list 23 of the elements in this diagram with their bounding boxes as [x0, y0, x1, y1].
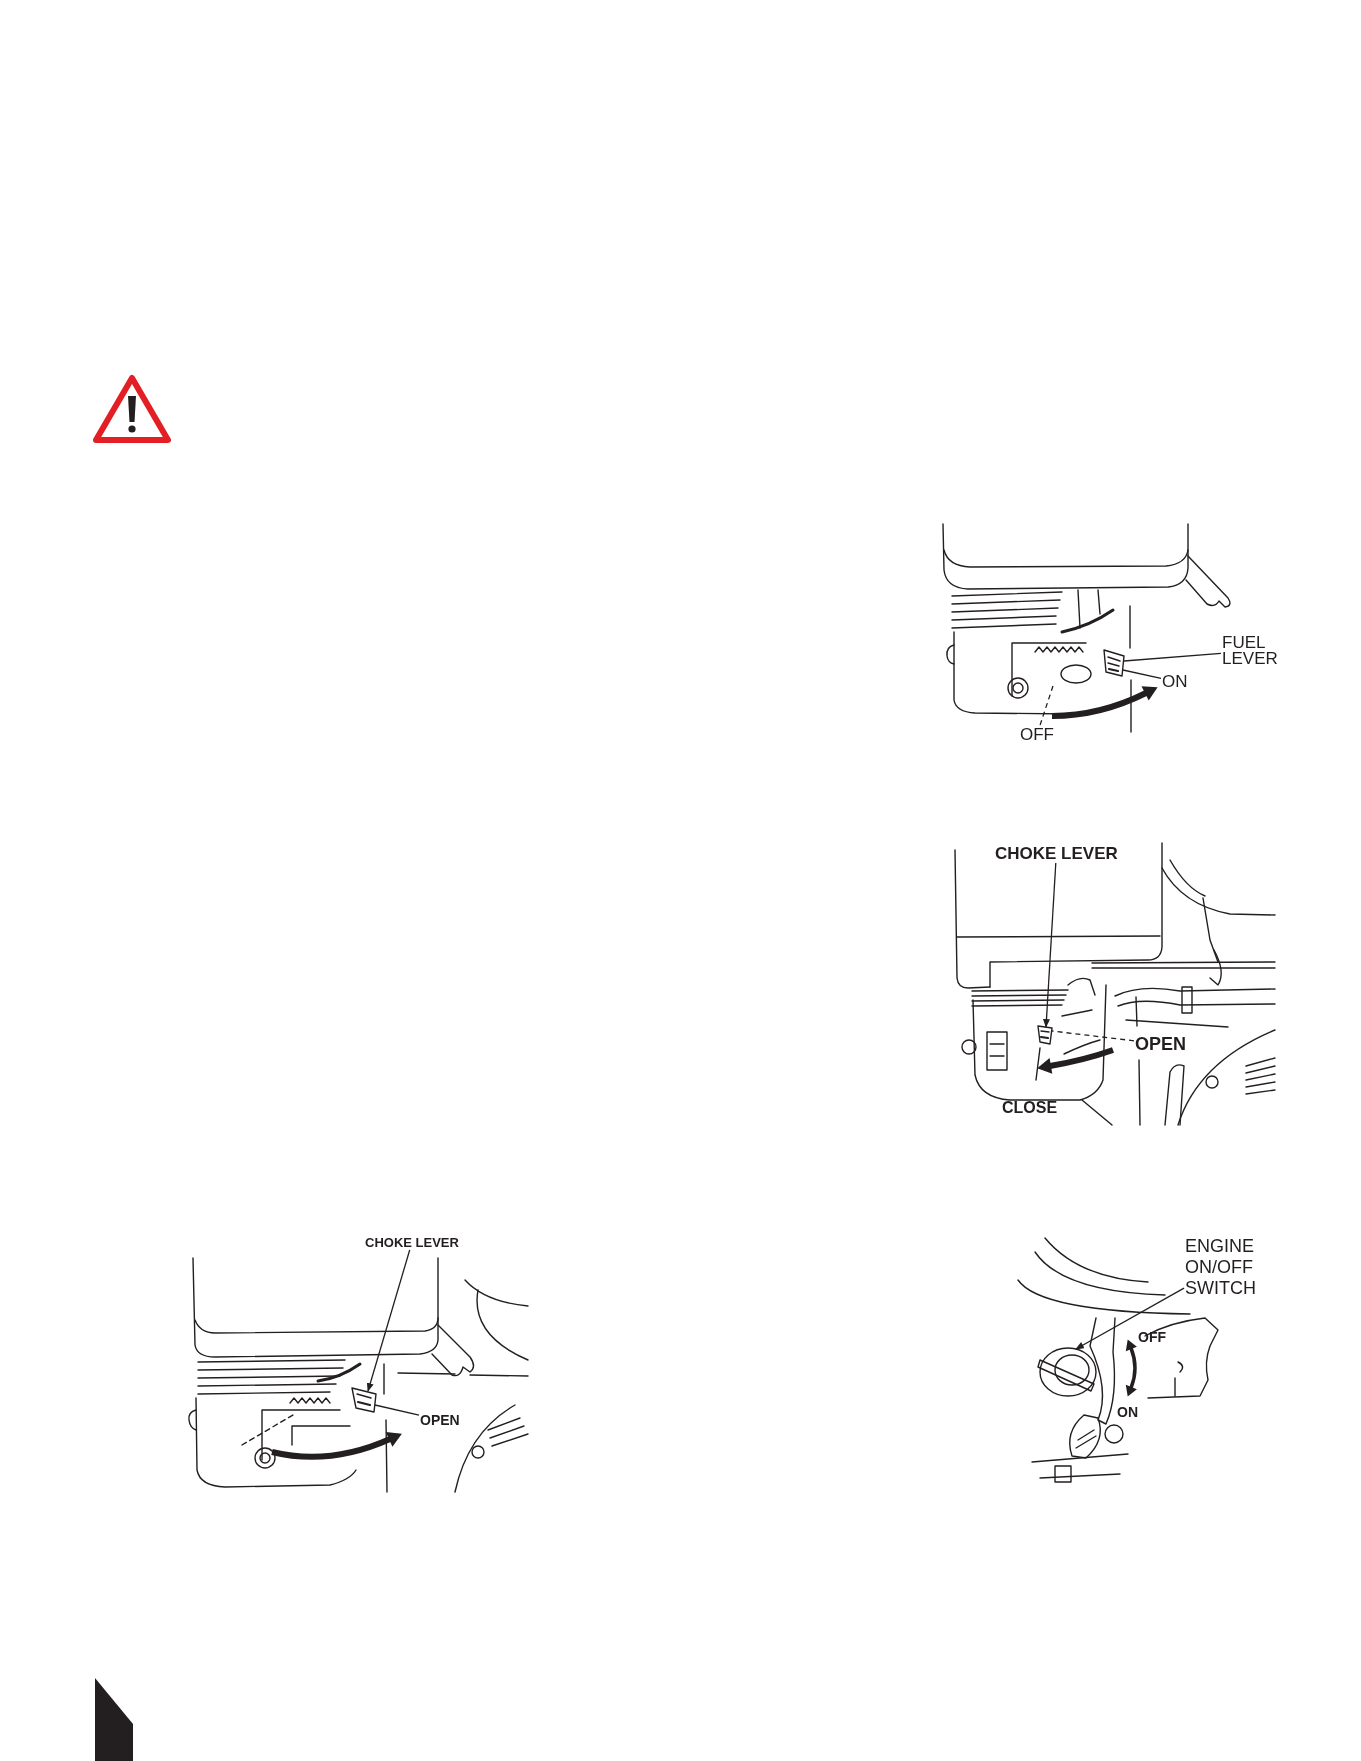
leader-line: [1043, 862, 1057, 1028]
position-label: ON: [1117, 1405, 1138, 1419]
callout-label: CHOKE LEVER: [365, 1236, 459, 1249]
callout-label: CHOKE LEVER: [995, 845, 1118, 862]
position-label: CLOSE: [1002, 1100, 1058, 1116]
position-label: OFF: [1138, 1330, 1166, 1344]
leader-line: [1039, 685, 1054, 726]
callout-label: FUEL LEVER: [1222, 635, 1278, 667]
leader-line: [366, 1249, 411, 1392]
leader-line: [1122, 669, 1162, 680]
leader-line: [1051, 1030, 1135, 1042]
position-label: OFF: [1020, 726, 1054, 743]
switch-knob: [1037, 1347, 1097, 1397]
position-label: ON: [1162, 673, 1188, 690]
leader-line: [1075, 1287, 1185, 1350]
choke-lever: [1037, 1025, 1053, 1045]
leader-line: [374, 1404, 420, 1416]
fuel-lever: [1103, 649, 1125, 677]
callout-label: ENGINE ON/OFF SWITCH: [1185, 1236, 1256, 1299]
position-label: OPEN: [420, 1413, 460, 1427]
choke-lever: [351, 1387, 377, 1413]
position-label: OPEN: [1135, 1035, 1186, 1053]
leader-line: [1123, 652, 1222, 662]
